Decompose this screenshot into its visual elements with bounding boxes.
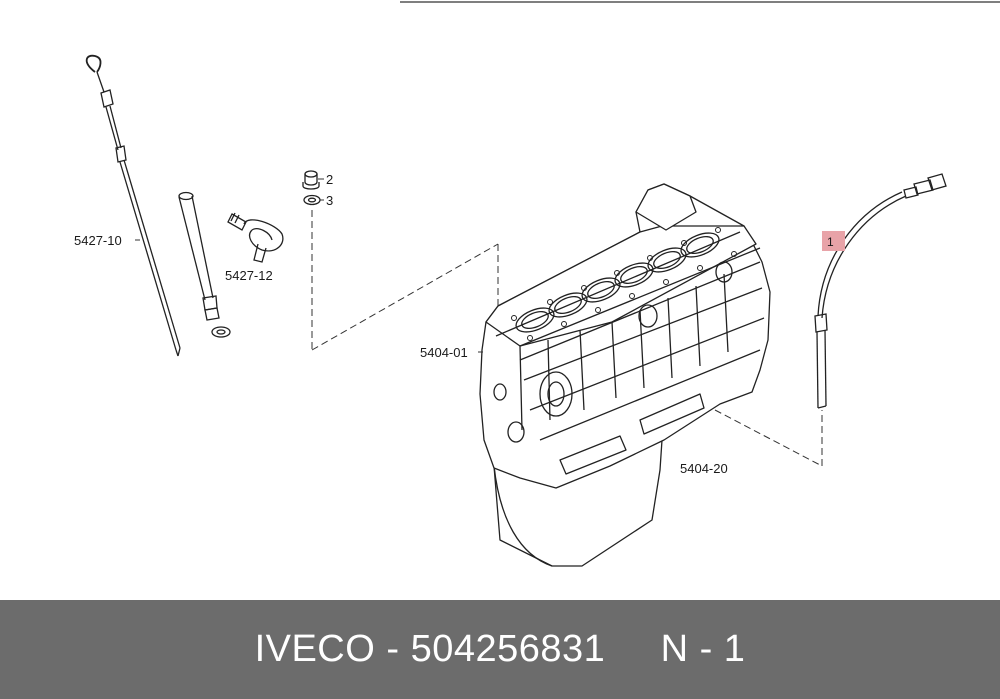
engine-block-part[interactable] bbox=[479, 183, 771, 567]
dipstick-part[interactable] bbox=[85, 54, 181, 357]
callout-3: 3 bbox=[326, 193, 333, 208]
clamp-part[interactable] bbox=[227, 212, 284, 263]
callout-1-highlight bbox=[822, 231, 845, 251]
washer-part[interactable] bbox=[303, 194, 321, 206]
plug-part[interactable] bbox=[302, 170, 320, 190]
assembly-dashed-lines bbox=[311, 210, 823, 467]
parts-diagram: 5427-10 5427-12 2 3 5404-01 5404-20 1 bbox=[74, 1, 1000, 567]
callout-5404-20: 5404-20 bbox=[680, 461, 728, 476]
part-number-caption: IVECO - 504256831 N - 1 bbox=[254, 628, 746, 670]
part-number-footer: IVECO - 504256831 N - 1 bbox=[0, 600, 1000, 699]
callout-5427-12: 5427-12 bbox=[225, 268, 273, 283]
callout-5404-01: 5404-01 bbox=[420, 345, 468, 360]
callout-1: 1 bbox=[827, 235, 834, 249]
parts-diagram-svg: 5427-10 5427-12 2 3 5404-01 5404-20 1 bbox=[74, 1, 1000, 567]
sensor-harness-part[interactable] bbox=[814, 173, 947, 409]
callout-2: 2 bbox=[326, 172, 333, 187]
bolt-holes bbox=[511, 227, 737, 341]
callout-5427-10: 5427-10 bbox=[74, 233, 122, 248]
cylinder-bores bbox=[515, 232, 720, 333]
guide-tube-part[interactable] bbox=[178, 191, 231, 338]
